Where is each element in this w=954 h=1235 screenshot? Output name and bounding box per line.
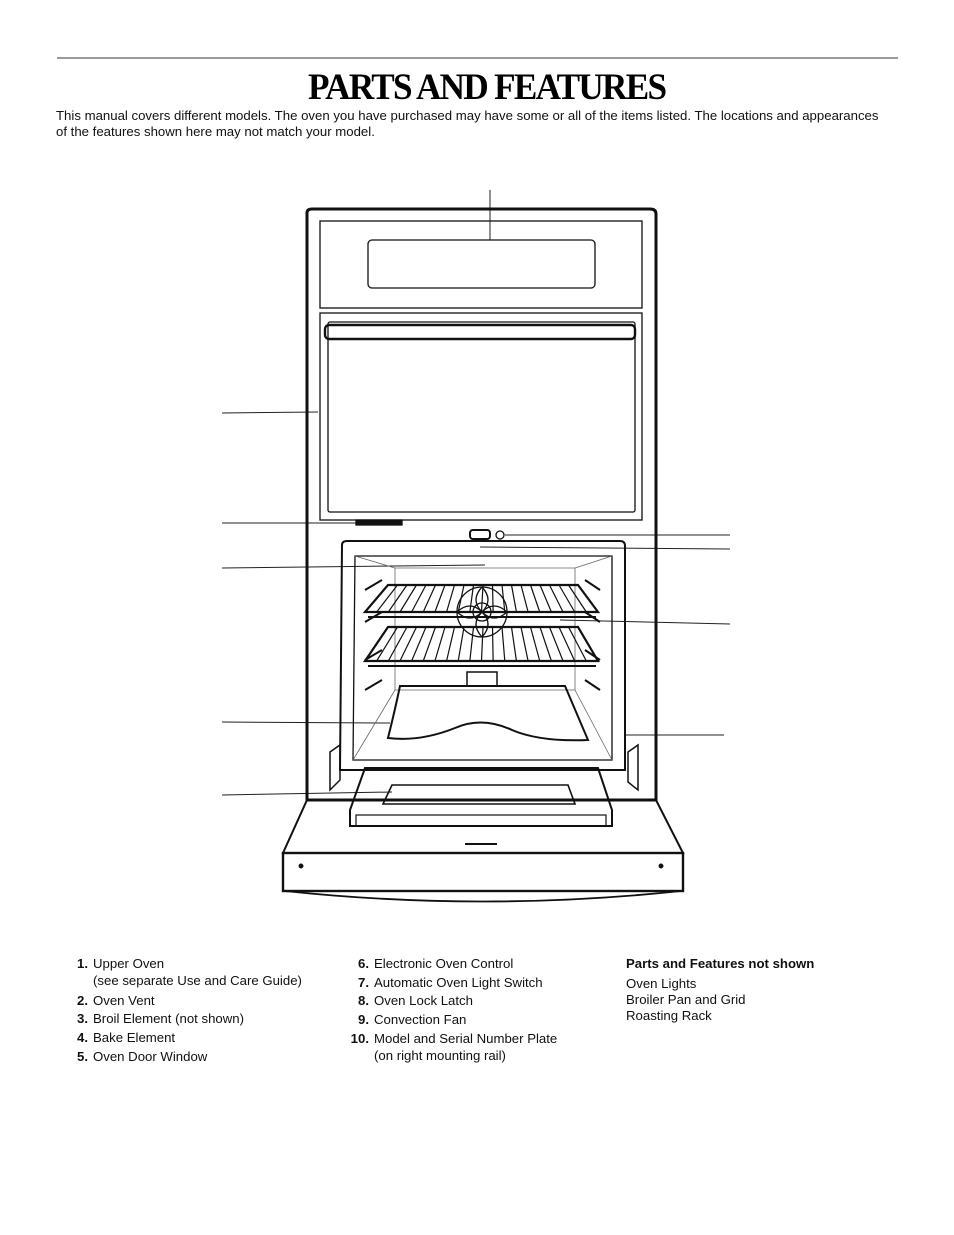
legend-item-number: 9. [358, 1012, 369, 1028]
legend-item-number: 7. [358, 974, 369, 990]
legend-item-number: 1. [77, 956, 88, 971]
rack-wire [539, 626, 552, 662]
legend-item-number: 3. [77, 1011, 88, 1027]
legend-item: 1. Upper Oven(see separate Use and Care G… [56, 955, 336, 988]
oven-lock-latch [469, 529, 491, 540]
door-handle [281, 851, 685, 893]
rack-wire [411, 626, 427, 662]
oven-diagram [221, 190, 731, 903]
page-title: PARTS AND FEATURES [308, 67, 667, 108]
rack-wire [387, 584, 408, 613]
rack-wire [520, 584, 529, 613]
rack-wire [457, 626, 465, 662]
legend-item-number: 2. [77, 992, 88, 1008]
lower-rack [362, 625, 600, 667]
rack-wire [434, 626, 446, 662]
rack-wire [399, 584, 418, 613]
lower-oven-cavity [338, 540, 626, 771]
rack-wire [510, 584, 518, 613]
rack-wire [558, 584, 576, 613]
rack-wire [469, 626, 475, 662]
legend-item-note: (on right mounting rail) [374, 1047, 506, 1063]
legend-item: 4. Bake Element [56, 1029, 336, 1048]
intro-paragraph: This manual covers different models. The… [56, 108, 879, 139]
rack-wire [510, 626, 518, 662]
rack-wire [376, 584, 398, 613]
rack-wire [558, 626, 576, 662]
rack-wire [411, 584, 427, 613]
rack-wire [567, 584, 587, 613]
legend-item: 8. Oven Lock Latch [337, 992, 617, 1011]
legend-item-number: 4. [77, 1030, 88, 1046]
legend-left-column: 1. Upper Oven(see separate Use and Care G… [56, 955, 336, 1067]
rack-wire [548, 626, 564, 662]
rack-wire [434, 584, 446, 613]
legend-item-number: 5. [77, 1048, 88, 1064]
rack-wire [501, 584, 506, 613]
legend-item: 3. Broil Element (not shown) [56, 1010, 336, 1029]
legend-item-label: Automatic Oven Light Switch [374, 974, 543, 990]
legend-item-label: Oven Door Window [93, 1048, 208, 1064]
legend-item-label: Upper Oven [93, 956, 165, 971]
rack-wire [491, 626, 494, 662]
rack-wire [480, 584, 484, 613]
legend-item-number: 6. [358, 956, 369, 971]
not-shown-section: Parts and Features not shown Oven Lights… [626, 955, 906, 1024]
legend-item-label: Bake Element [93, 1030, 176, 1046]
legend-item-label: Broil Element (not shown) [93, 1011, 244, 1027]
lower-oven-door [349, 767, 613, 827]
top-rule [57, 57, 898, 59]
oven-door-window [381, 784, 577, 805]
legend-item-label: Oven Lock Latch [374, 993, 473, 1009]
rack-wire [529, 626, 541, 662]
rack-wire [520, 626, 529, 662]
legend-item-number: 10. [350, 1030, 369, 1046]
rack-wire [457, 584, 465, 613]
legend-item-number: 8. [358, 993, 369, 1009]
rack-wire [422, 626, 437, 662]
rack-wire [399, 626, 418, 662]
upper-oven-door [319, 312, 643, 521]
legend-item-label: Model and Serial Number Plate [374, 1030, 558, 1046]
rack-wire [548, 584, 564, 613]
rack-wire [376, 626, 399, 662]
legend-item: 6. Electronic Oven Control [337, 955, 617, 974]
oven-vent [355, 519, 403, 526]
legend-item-label: Oven Vent [93, 992, 155, 1008]
rack-wire [529, 584, 541, 613]
not-shown-item: Roasting Rack [626, 1007, 712, 1023]
rack-wire [567, 626, 587, 662]
mounting-rails [329, 743, 639, 792]
rack-wire [480, 626, 484, 662]
not-shown-item: Broiler Pan and Grid [626, 991, 746, 1007]
upper-rack [362, 583, 601, 618]
rack-wire [491, 584, 494, 613]
rack-wire [469, 584, 475, 613]
bake-element [386, 685, 590, 742]
legend-item: 5. Oven Door Window [56, 1048, 336, 1067]
rack-wire [501, 626, 506, 662]
oven-cabinet [305, 207, 658, 802]
light-switch [495, 530, 505, 540]
legend-item: 9. Convection Fan [337, 1011, 617, 1030]
legend-item-note: (see separate Use and Care Guide) [93, 972, 302, 988]
rack-wire [422, 584, 437, 613]
rack-wire [445, 584, 456, 613]
upper-oven-handle [323, 323, 637, 341]
control-panel [367, 239, 596, 289]
rack-wire [445, 626, 456, 662]
legend-item: 2. Oven Vent [56, 992, 336, 1011]
legend-item-label: Electronic Oven Control [374, 956, 514, 971]
legend-middle-column: 6. Electronic Oven Control 7. Automatic Ove… [337, 955, 617, 1067]
legend-item: 7. Automatic Oven Light Switch [337, 974, 617, 993]
not-shown-heading: Parts and Features not shown [626, 956, 815, 971]
legend-item-label: Convection Fan [374, 1012, 467, 1028]
rack-wire [539, 584, 552, 613]
rack-wire [387, 626, 408, 662]
legend-item: 10. Model and Serial Number Plate(on righ… [337, 1030, 617, 1063]
not-shown-item: Oven Lights [626, 975, 697, 991]
callout-lines [221, 190, 731, 796]
